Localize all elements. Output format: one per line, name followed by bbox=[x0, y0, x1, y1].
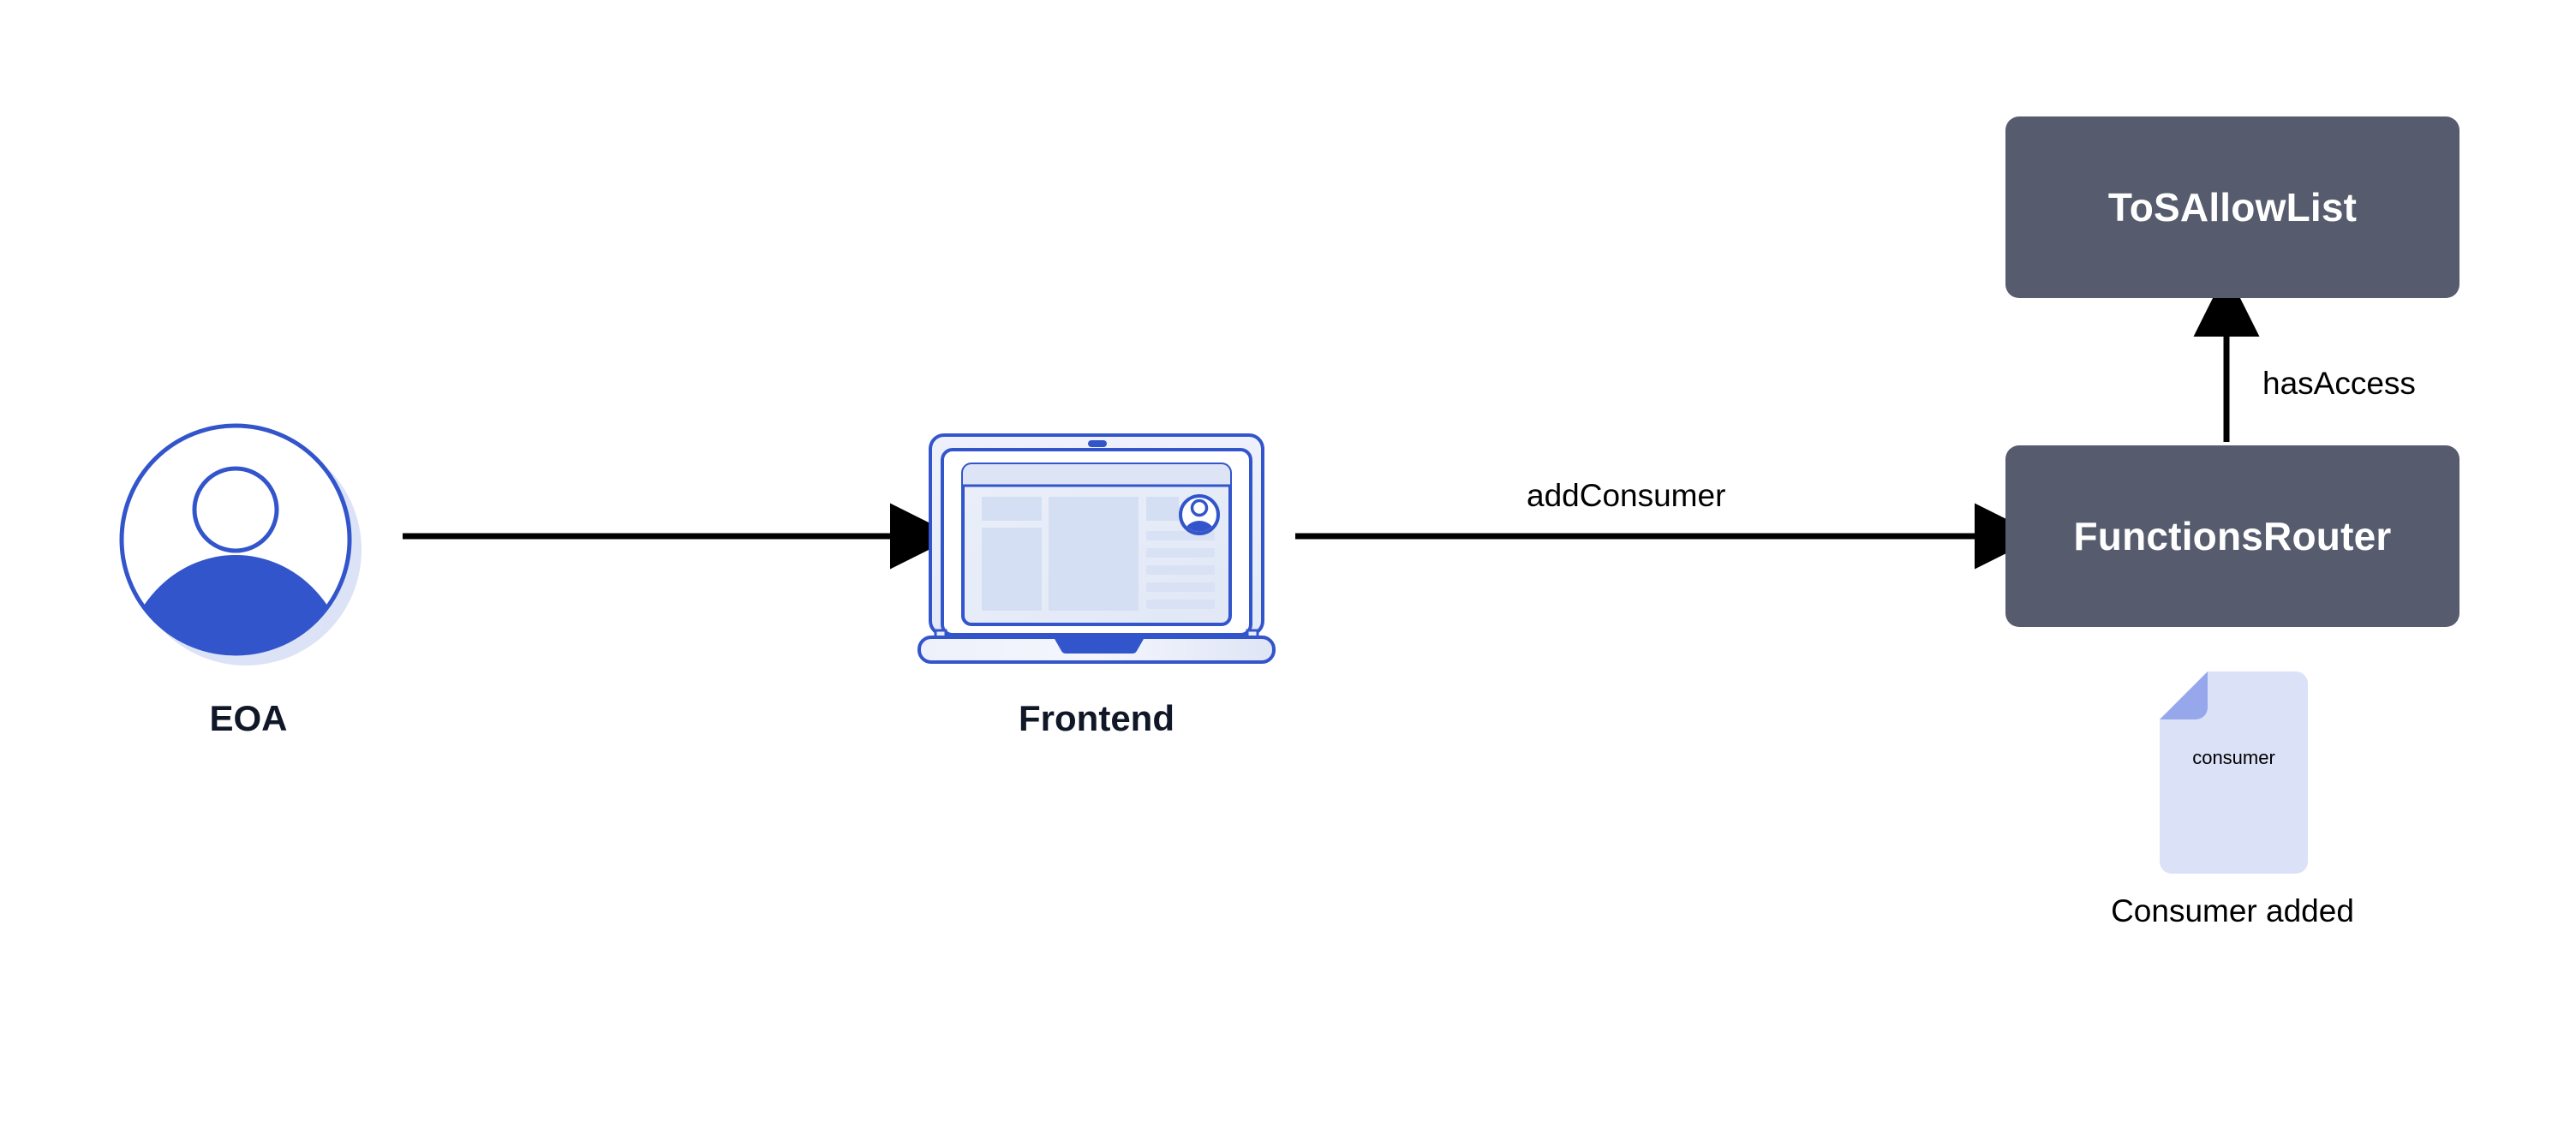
laptop-icon bbox=[917, 433, 1276, 664]
edge-label-hasaccess: hasAccess bbox=[2262, 366, 2416, 401]
doc-body bbox=[2160, 671, 2308, 874]
avatar-head bbox=[192, 466, 279, 553]
screen-block-right-top bbox=[1146, 497, 1179, 521]
edge-label-addconsumer: addConsumer bbox=[1527, 478, 1726, 513]
node-label-frontend: Frontend bbox=[1019, 698, 1174, 738]
eoa-avatar-icon bbox=[119, 423, 362, 665]
node-tosallowlist[interactable]: ToSAllowList bbox=[2005, 116, 2459, 298]
doc-label: consumer bbox=[2192, 747, 2275, 768]
avatar-shoulders bbox=[123, 555, 349, 654]
screen-line-2 bbox=[1146, 548, 1215, 558]
screen-user-avatar-icon bbox=[1179, 494, 1220, 535]
screen-line-4 bbox=[1146, 582, 1215, 592]
screen-block-left-body bbox=[982, 528, 1042, 611]
doc-fold bbox=[2160, 671, 2208, 719]
laptop-trackpad bbox=[1055, 639, 1144, 654]
document-icon bbox=[2160, 671, 2308, 874]
screen-line-3 bbox=[1146, 565, 1215, 575]
node-label-eoa: EOA bbox=[209, 698, 288, 738]
node-label-consumer-added: Consumer added bbox=[2111, 893, 2354, 928]
node-functionsrouter[interactable]: FunctionsRouter bbox=[2005, 445, 2459, 627]
screen-titlebar bbox=[963, 464, 1230, 485]
screen-block-left-top bbox=[982, 497, 1042, 521]
screen-block-center bbox=[1049, 497, 1139, 611]
screen-line-5 bbox=[1146, 600, 1215, 609]
laptop-webcam-icon bbox=[1088, 440, 1107, 447]
